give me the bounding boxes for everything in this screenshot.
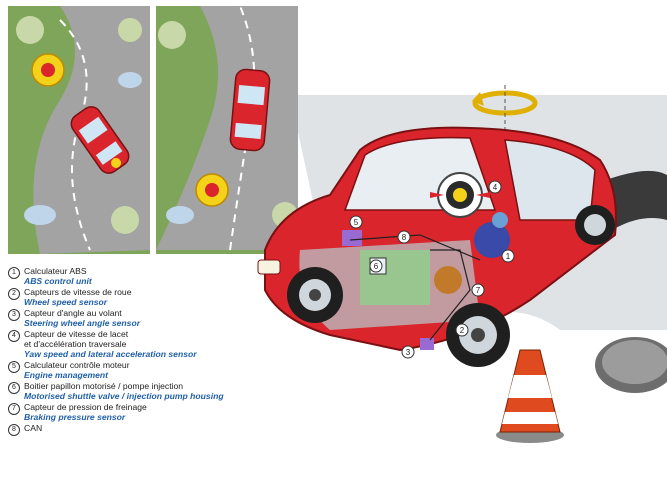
legend-item: 5 Calculateur contrôle moteur Engine man… bbox=[8, 360, 338, 380]
legend-label-fr: Capteurs de vitesse de roue bbox=[24, 287, 338, 297]
legend-label-en: Wheel speed sensor bbox=[24, 297, 338, 307]
legend-number: 3 bbox=[8, 309, 20, 321]
legend-item: 6 Boitier papillon motorisé / pompe inje… bbox=[8, 381, 338, 401]
legend-label-fr: Boitier papillon motorisé / pompe inject… bbox=[24, 381, 338, 391]
legend-number: 7 bbox=[8, 403, 20, 415]
callout-3: 3 bbox=[406, 348, 411, 357]
scene-oversteer bbox=[8, 6, 150, 254]
legend-number: 8 bbox=[8, 424, 20, 436]
legend-item: 7 Capteur de pression de freinage Brakin… bbox=[8, 402, 338, 422]
legend-label-en: Braking pressure sensor bbox=[24, 412, 338, 422]
wheel-front-right bbox=[446, 303, 510, 367]
callout-8: 8 bbox=[402, 233, 407, 242]
callout-6: 6 bbox=[374, 262, 379, 271]
legend-number: 1 bbox=[8, 267, 20, 279]
legend-label-fr: Capteur de vitesse de lacet bbox=[24, 329, 338, 339]
legend-item: 8 CAN bbox=[8, 423, 338, 433]
legend-label-fr: CAN bbox=[24, 423, 338, 433]
legend-item: 1 Calculateur ABS ABS control unit bbox=[8, 266, 338, 286]
legend-item: 3 Capteur d'angle au volant Steering whe… bbox=[8, 308, 338, 328]
callout-7: 7 bbox=[476, 286, 481, 295]
callout-5: 5 bbox=[354, 218, 359, 227]
legend-number: 6 bbox=[8, 382, 20, 394]
throttle-body bbox=[434, 266, 462, 294]
legend-label-fr: Calculateur ABS bbox=[24, 266, 338, 276]
legend-label-en: Motorised shuttle valve / injection pump… bbox=[24, 391, 338, 401]
legend-label-en: ABS control unit bbox=[24, 276, 338, 286]
unit-5 bbox=[342, 230, 362, 246]
legend-label-fr: Calculateur contrôle moteur bbox=[24, 360, 338, 370]
legend-label-en: Steering wheel angle sensor bbox=[24, 318, 338, 328]
car-mid bbox=[230, 69, 271, 152]
callout-1: 1 bbox=[506, 252, 511, 261]
legend-label-en: Yaw speed and lateral acceleration senso… bbox=[24, 349, 338, 359]
scene-understeer bbox=[156, 6, 298, 254]
legend-label-en: Engine management bbox=[24, 370, 338, 380]
legend-item: 4 Capteur de vitesse de lacet et d'accél… bbox=[8, 329, 338, 359]
legend-label-fr: Capteur d'angle au volant bbox=[24, 308, 338, 318]
legend-number: 5 bbox=[8, 361, 20, 373]
road-cone bbox=[496, 350, 564, 443]
callout-2: 2 bbox=[460, 326, 465, 335]
legend-label-fr-line2: et d'accélération traversale bbox=[24, 339, 338, 349]
wheel-rear-right bbox=[575, 205, 615, 245]
legend-item: 2 Capteurs de vitesse de roue Wheel spee… bbox=[8, 287, 338, 307]
legend-label-fr: Capteur de pression de freinage bbox=[24, 402, 338, 412]
manhole-cover bbox=[595, 337, 667, 393]
legend: 1 Calculateur ABS ABS control unit 2 Cap… bbox=[8, 266, 338, 434]
callout-4: 4 bbox=[493, 183, 498, 192]
legend-number: 4 bbox=[8, 330, 20, 342]
legend-number: 2 bbox=[8, 288, 20, 300]
